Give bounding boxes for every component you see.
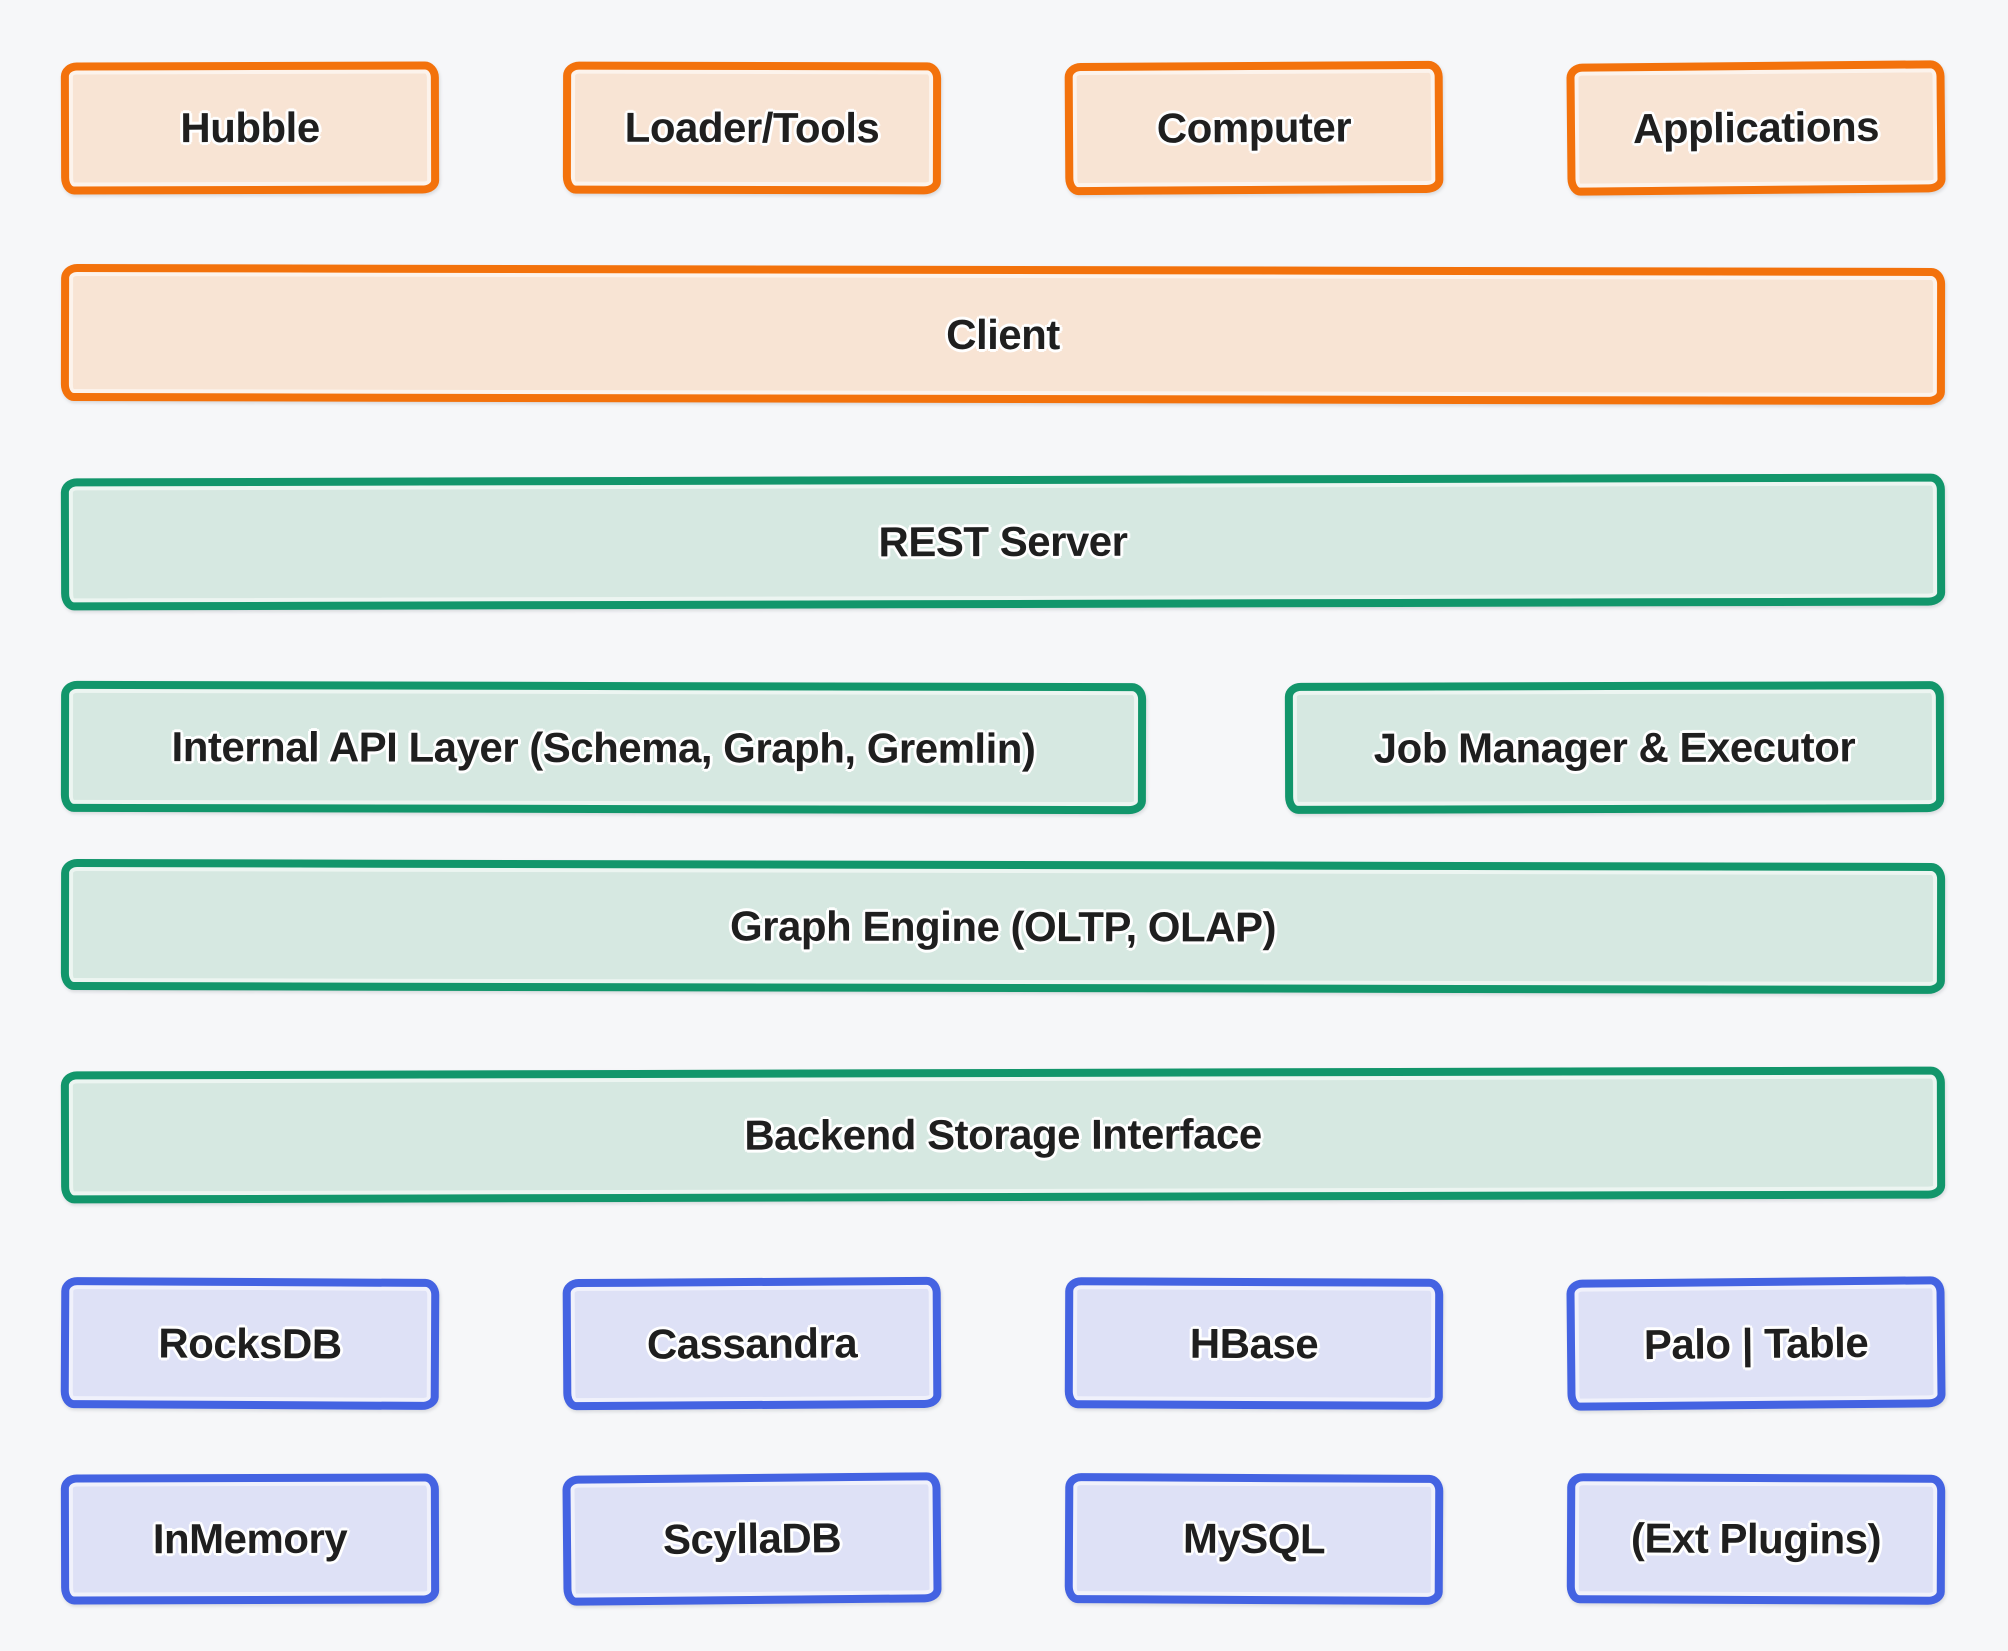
box-rocksdb: RocksDB — [60, 1277, 440, 1410]
box-backend-storage-interface-label: Backend Storage Interface — [744, 1110, 1262, 1159]
box-inmemory-label: InMemory — [152, 1514, 348, 1563]
box-rest-server: REST Server — [60, 473, 1946, 611]
box-ext-plugins-label: (Ext Plugins) — [1630, 1514, 1882, 1563]
box-hubble: Hubble — [60, 61, 440, 195]
box-job-manager-executor: Job Manager & Executor — [1284, 681, 1945, 814]
box-hbase: HBase — [1064, 1277, 1444, 1410]
box-loader-tools: Loader/Tools — [562, 61, 942, 195]
box-cassandra: Cassandra — [562, 1276, 942, 1411]
box-cassandra-label: Cassandra — [646, 1318, 858, 1368]
box-computer-label: Computer — [1156, 103, 1352, 152]
box-rocksdb-label: RocksDB — [158, 1319, 342, 1367]
box-job-manager-executor-label: Job Manager & Executor — [1373, 722, 1856, 772]
box-computer: Computer — [1064, 60, 1444, 196]
box-hbase-label: HBase — [1189, 1319, 1319, 1367]
box-mysql: MySQL — [1064, 1473, 1444, 1605]
box-inmemory: InMemory — [60, 1473, 440, 1605]
box-loader-tools-label: Loader/Tools — [624, 103, 880, 152]
box-scylladb-label: ScyllaDB — [662, 1514, 842, 1563]
box-rest-server-label: REST Server — [878, 517, 1128, 566]
box-palo-table-label: Palo | Table — [1643, 1318, 1869, 1368]
box-applications-label: Applications — [1632, 102, 1880, 153]
box-graph-engine: Graph Engine (OLTP, OLAP) — [60, 859, 1946, 994]
box-client-label: Client — [946, 310, 1060, 358]
box-palo-table: Palo | Table — [1566, 1276, 1946, 1411]
box-internal-api-layer: Internal API Layer (Schema, Graph, Greml… — [60, 680, 1147, 815]
box-internal-api-layer-label: Internal API Layer (Schema, Graph, Greml… — [171, 722, 1036, 772]
box-hubble-label: Hubble — [180, 103, 320, 152]
box-applications: Applications — [1566, 60, 1946, 196]
box-graph-engine-label: Graph Engine (OLTP, OLAP) — [729, 901, 1277, 951]
box-scylladb: ScyllaDB — [562, 1472, 942, 1606]
box-ext-plugins: (Ext Plugins) — [1566, 1473, 1946, 1605]
box-backend-storage-interface: Backend Storage Interface — [60, 1066, 1946, 1204]
box-mysql-label: MySQL — [1182, 1514, 1326, 1563]
box-client: Client — [60, 264, 1946, 405]
